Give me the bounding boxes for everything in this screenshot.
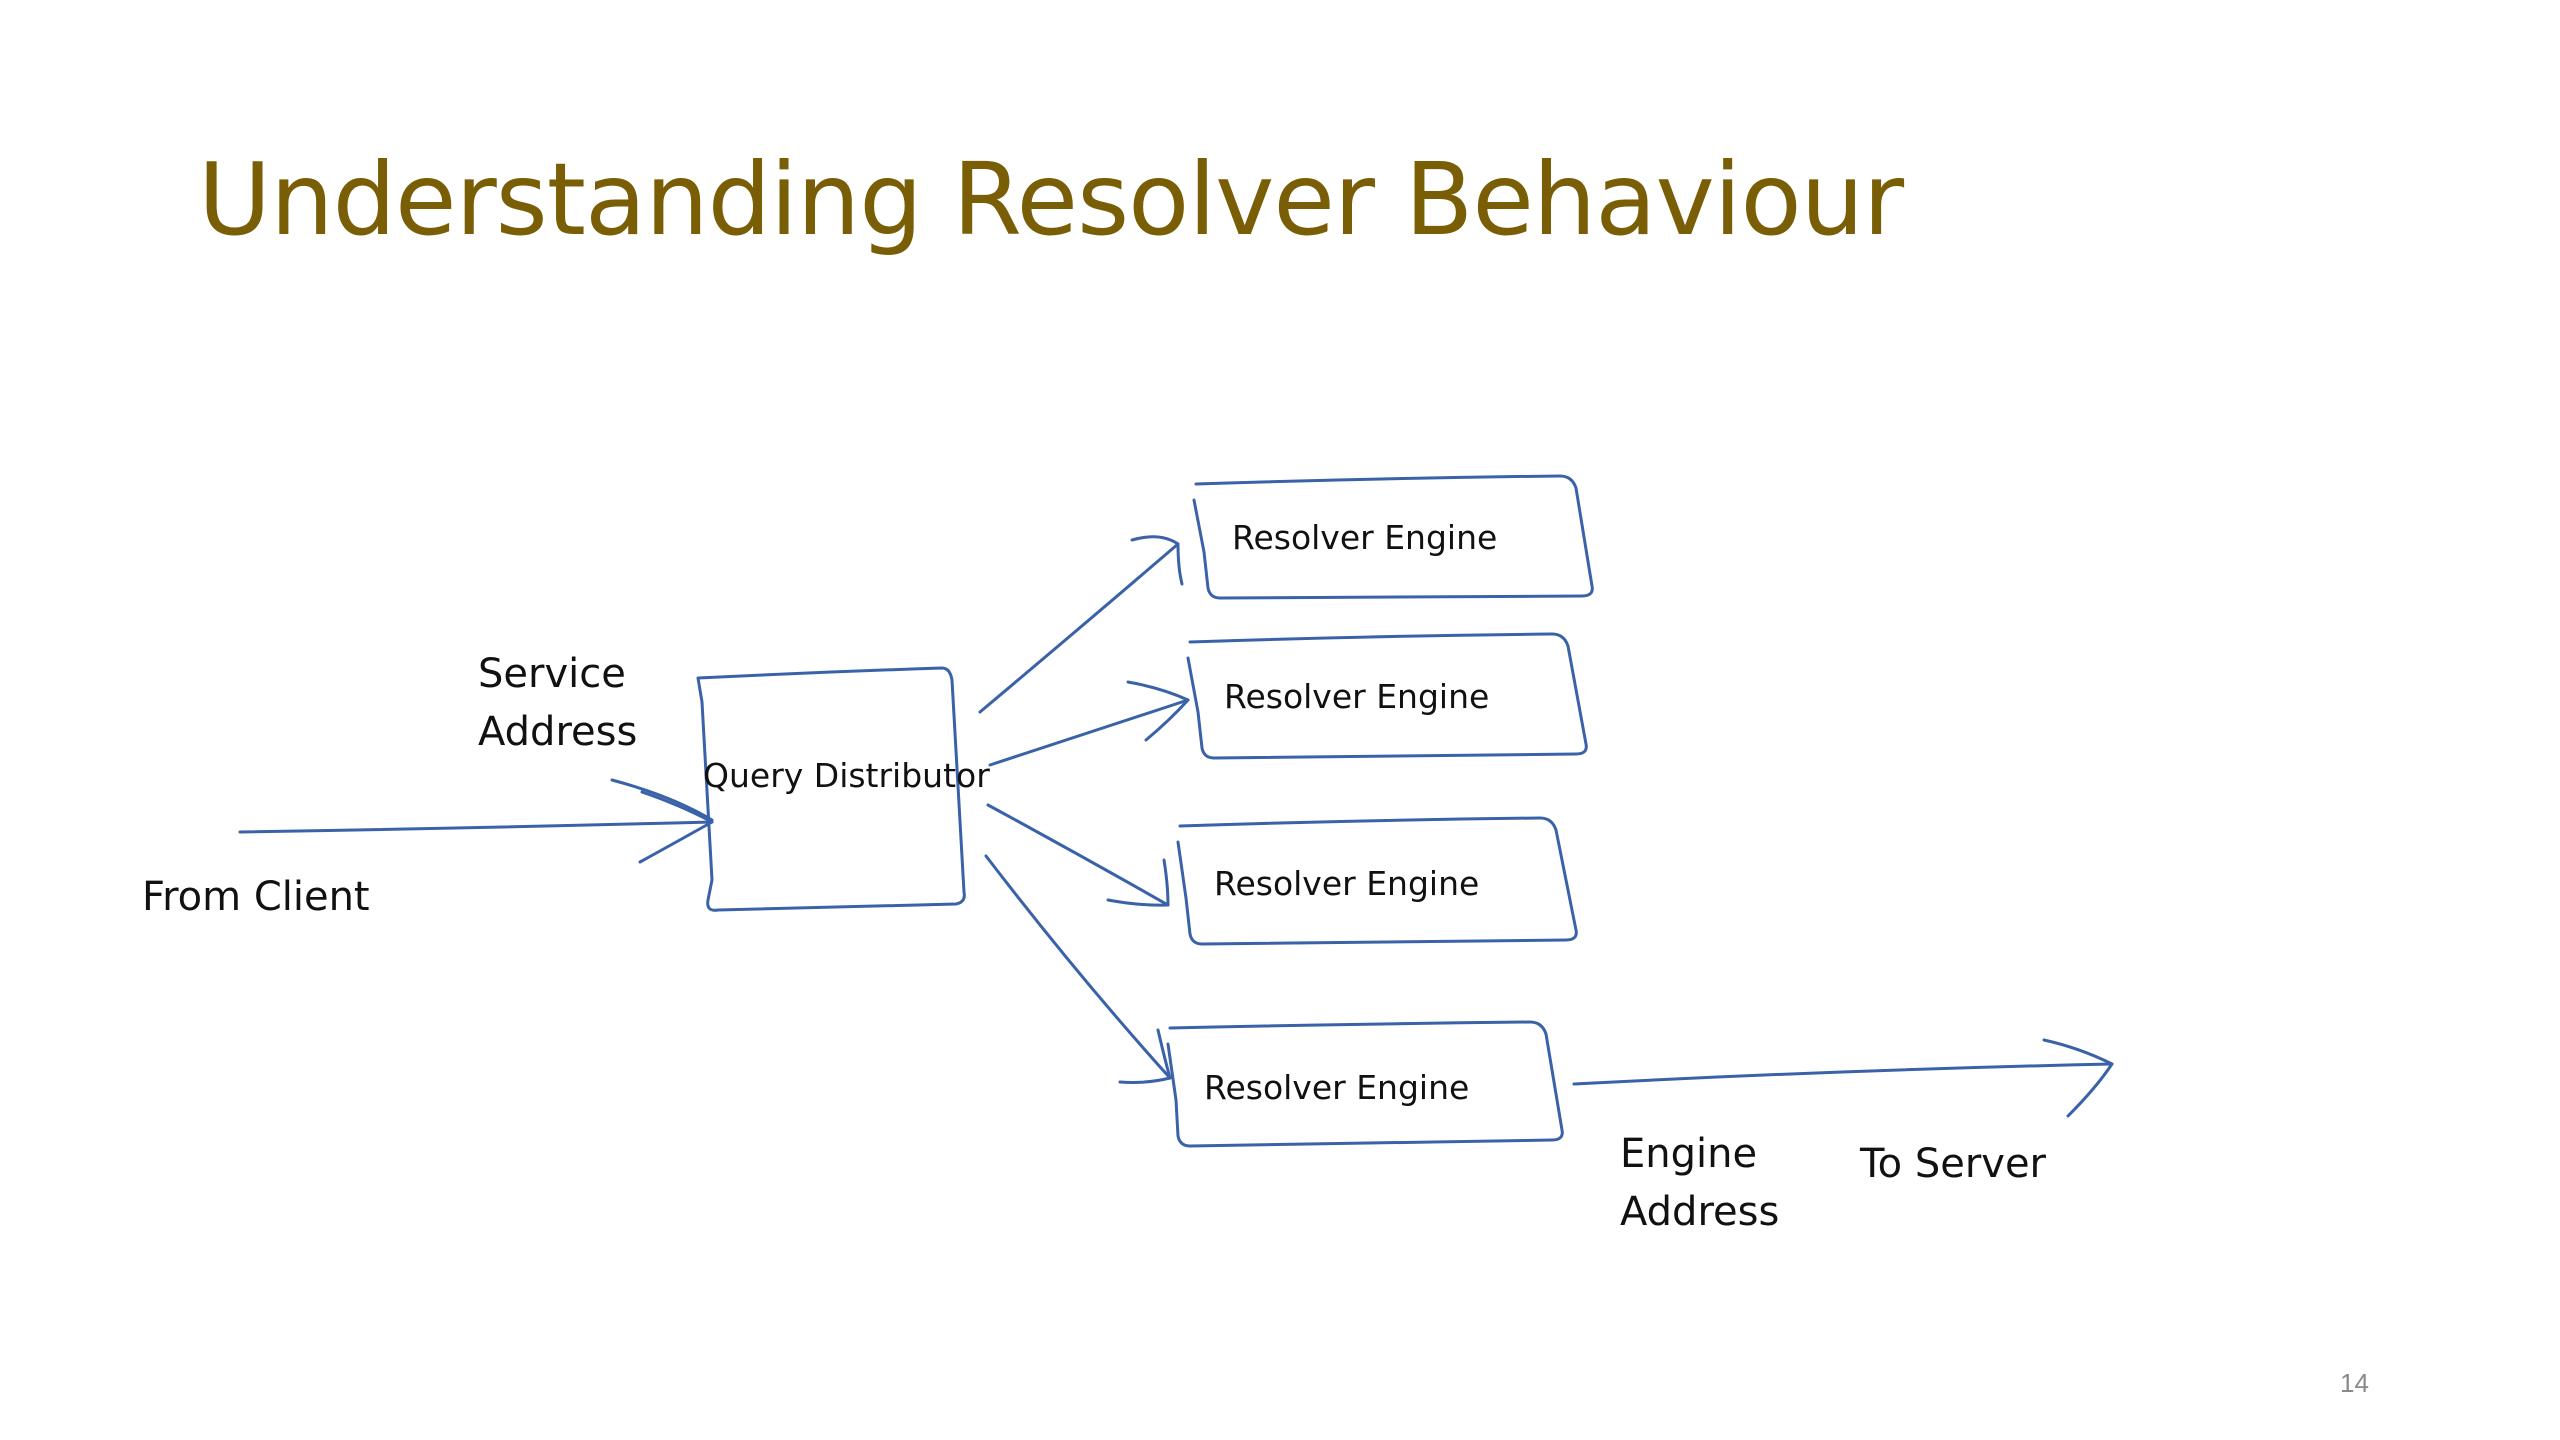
- resolver-engine-2-label: Resolver Engine: [1224, 677, 1490, 716]
- distributor-to-engine-4-arrow: [984, 854, 1172, 1084]
- engine-address-label-line2: Address: [1620, 1189, 1780, 1235]
- service-address-label-line1: Service: [478, 651, 626, 697]
- resolver-engine-1-label: Resolver Engine: [1232, 518, 1498, 557]
- resolver-engine-2-box: [1186, 632, 1588, 760]
- page-number: 14: [2340, 1368, 2369, 1398]
- from-client-label: From Client: [142, 874, 370, 920]
- resolver-engine-3-box: [1176, 816, 1578, 946]
- query-distributor-box: [696, 666, 966, 912]
- to-server-label: To Server: [1860, 1141, 2046, 1187]
- resolver-engine-4-label: Resolver Engine: [1204, 1068, 1470, 1107]
- resolver-engine-4-box: [1166, 1020, 1564, 1148]
- distributor-to-engine-3-arrow: [986, 803, 1170, 907]
- slide-title: Understanding Resolver Behaviour: [198, 141, 1904, 258]
- engine-address-label-line1: Engine: [1620, 1131, 1758, 1177]
- resolver-engine-1-box: [1192, 474, 1594, 600]
- resolver-engine-3-label: Resolver Engine: [1214, 864, 1480, 903]
- client-input-arrow: [238, 790, 714, 864]
- service-address-label-line2: Address: [478, 709, 638, 755]
- query-distributor-label: Query Distributor: [703, 756, 990, 795]
- service-address-pointer: [610, 778, 714, 822]
- distributor-to-engine-2-arrow: [988, 680, 1190, 767]
- distributor-to-engine-1-arrow: [978, 535, 1184, 714]
- server-output-arrow: [1572, 1038, 2114, 1118]
